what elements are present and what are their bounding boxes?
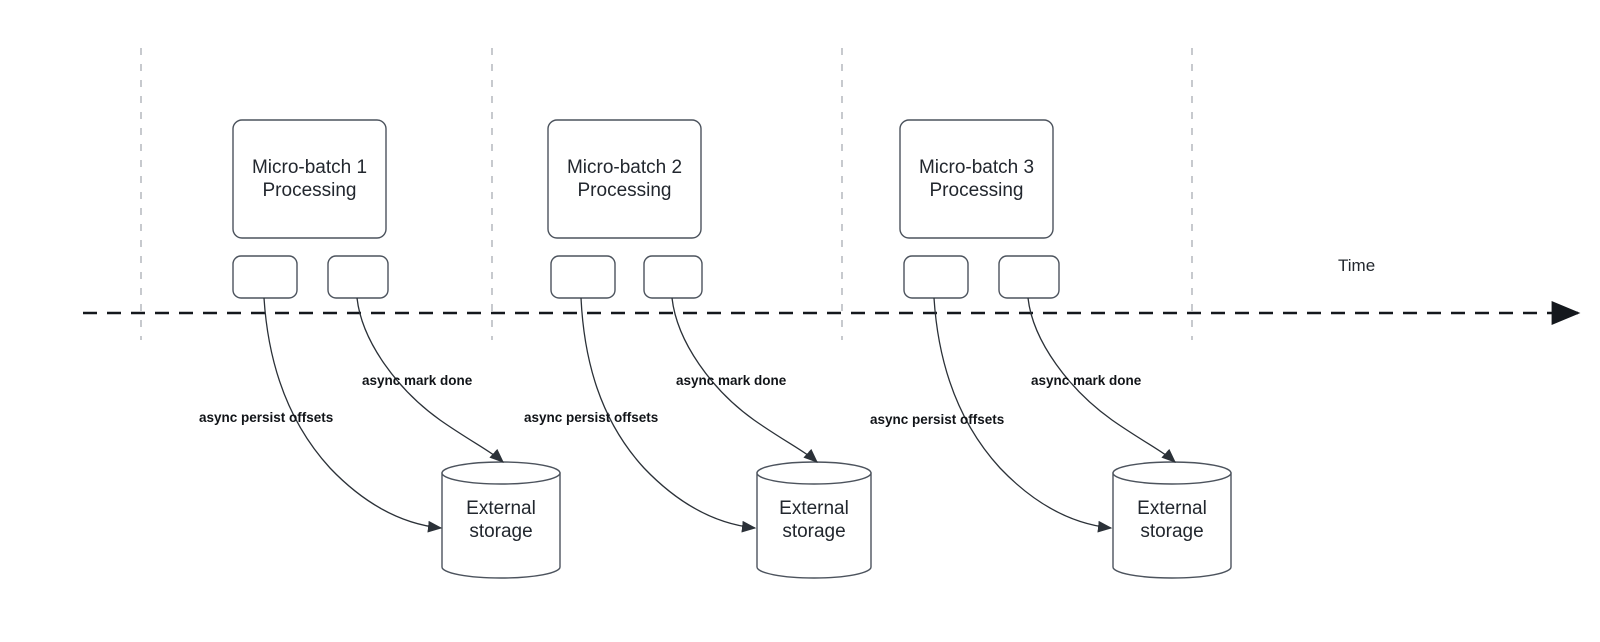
storage-cylinder-body-1[interactable] — [441, 472, 561, 579]
timeline-axis-label: Time — [1338, 256, 1376, 275]
edge-async-mark-done-1 — [356, 297, 504, 463]
edge-async-mark-done-3 — [1027, 297, 1176, 463]
task-box-markdone-3[interactable] — [998, 255, 1060, 299]
edge-async-mark-done-2 — [671, 297, 818, 463]
storage-cylinder-body-3[interactable] — [1112, 472, 1232, 579]
storage-cylinder-body-2[interactable] — [756, 472, 872, 579]
task-box-persist-2[interactable] — [550, 255, 616, 299]
micro-batch-box-3[interactable] — [899, 119, 1054, 239]
edge-async-persist-offsets-1-label: async persist offsets — [199, 410, 334, 425]
node-shapes-group — [232, 119, 1232, 579]
edges-group — [263, 297, 1176, 533]
task-box-markdone-2[interactable] — [643, 255, 703, 299]
edge-async-persist-offsets-3-label: async persist offsets — [870, 412, 1005, 427]
guide-lines-group — [140, 48, 1193, 340]
edge-async-mark-done-3-label: async mark done — [1031, 373, 1142, 388]
edge-async-persist-offsets-1 — [263, 297, 443, 533]
micro-batch-box-2[interactable] — [547, 119, 702, 239]
storage-cylinder-top-3 — [1112, 461, 1232, 485]
micro-batch-box-1[interactable] — [232, 119, 387, 239]
edge-async-persist-offsets-2-label: async persist offsets — [524, 410, 659, 425]
edge-async-persist-offsets-2 — [580, 297, 757, 533]
storage-cylinder-top-2 — [756, 461, 872, 485]
task-box-markdone-1[interactable] — [327, 255, 389, 299]
task-box-persist-3[interactable] — [903, 255, 969, 299]
storage-cylinder-top-1 — [441, 461, 561, 485]
task-box-persist-1[interactable] — [232, 255, 298, 299]
edge-async-mark-done-1-label: async mark done — [362, 373, 473, 388]
edge-async-persist-offsets-3 — [933, 297, 1113, 533]
edge-async-mark-done-2-label: async mark done — [676, 373, 787, 388]
